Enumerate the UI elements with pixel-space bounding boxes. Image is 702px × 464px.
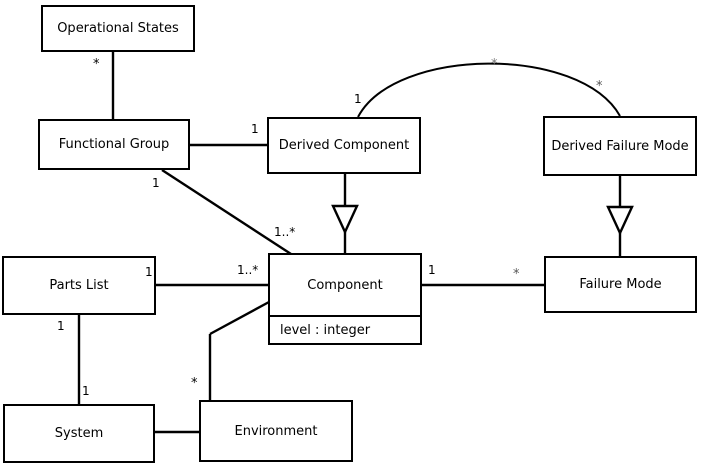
multiplicity-environment-end: * [191, 376, 198, 391]
class-box-component[interactable]: Component level : integer [268, 253, 422, 345]
class-box-derived-component[interactable]: Derived Component [267, 117, 421, 174]
multiplicity-parts-list-to-system: 1 [57, 319, 65, 333]
edge-environment-component-diagonal [209, 300, 270, 336]
edge-functional-group-component [161, 168, 292, 256]
multiplicity-curve-apex: * [491, 57, 498, 72]
multiplicity-parts-list-end: 1 [145, 265, 153, 279]
class-name-component: Component [307, 277, 383, 293]
class-box-failure-mode[interactable]: Failure Mode [544, 256, 697, 313]
class-box-system[interactable]: System [3, 404, 155, 463]
class-box-operational-states[interactable]: Operational States [41, 5, 195, 52]
class-box-parts-list[interactable]: Parts List [2, 256, 156, 315]
class-box-derived-failure-mode[interactable]: Derived Failure Mode [543, 116, 697, 176]
class-name-derived-component: Derived Component [278, 138, 410, 153]
class-attribute-component-level: level : integer [270, 315, 420, 343]
class-name-system: System [54, 426, 104, 441]
multiplicity-component-from-functional-group: 1..* [274, 225, 296, 239]
class-name-parts-list: Parts List [49, 278, 109, 293]
multiplicity-failure-mode-end: * [513, 267, 520, 282]
multiplicity-functional-group-derived-component: 1 [251, 122, 259, 136]
multiplicity-derived-failure-mode-curve-end: * [596, 79, 603, 94]
class-name-functional-group: Functional Group [58, 137, 170, 152]
class-name-derived-failure-mode: Derived Failure Mode [551, 138, 689, 154]
class-name-failure-mode: Failure Mode [579, 277, 662, 292]
multiplicity-component-to-failure-mode: 1 [428, 263, 436, 277]
class-box-environment[interactable]: Environment [199, 400, 353, 462]
multiplicity-system-to-parts-list: 1 [82, 384, 90, 398]
class-name-environment: Environment [234, 423, 318, 439]
edge-derived-component-derived-failure-mode [357, 62, 621, 118]
class-name-operational-states: Operational States [57, 21, 179, 36]
multiplicity-functional-group-component: 1 [152, 176, 160, 190]
multiplicity-component-from-parts-list: 1..* [237, 263, 259, 277]
multiplicity-derived-component-curve-end: 1 [354, 92, 362, 106]
class-box-functional-group[interactable]: Functional Group [38, 119, 190, 170]
generalization-triangle-failure-mode [606, 205, 634, 236]
generalization-triangle-component [331, 204, 359, 235]
multiplicity-operational-states-end: * [93, 57, 100, 72]
